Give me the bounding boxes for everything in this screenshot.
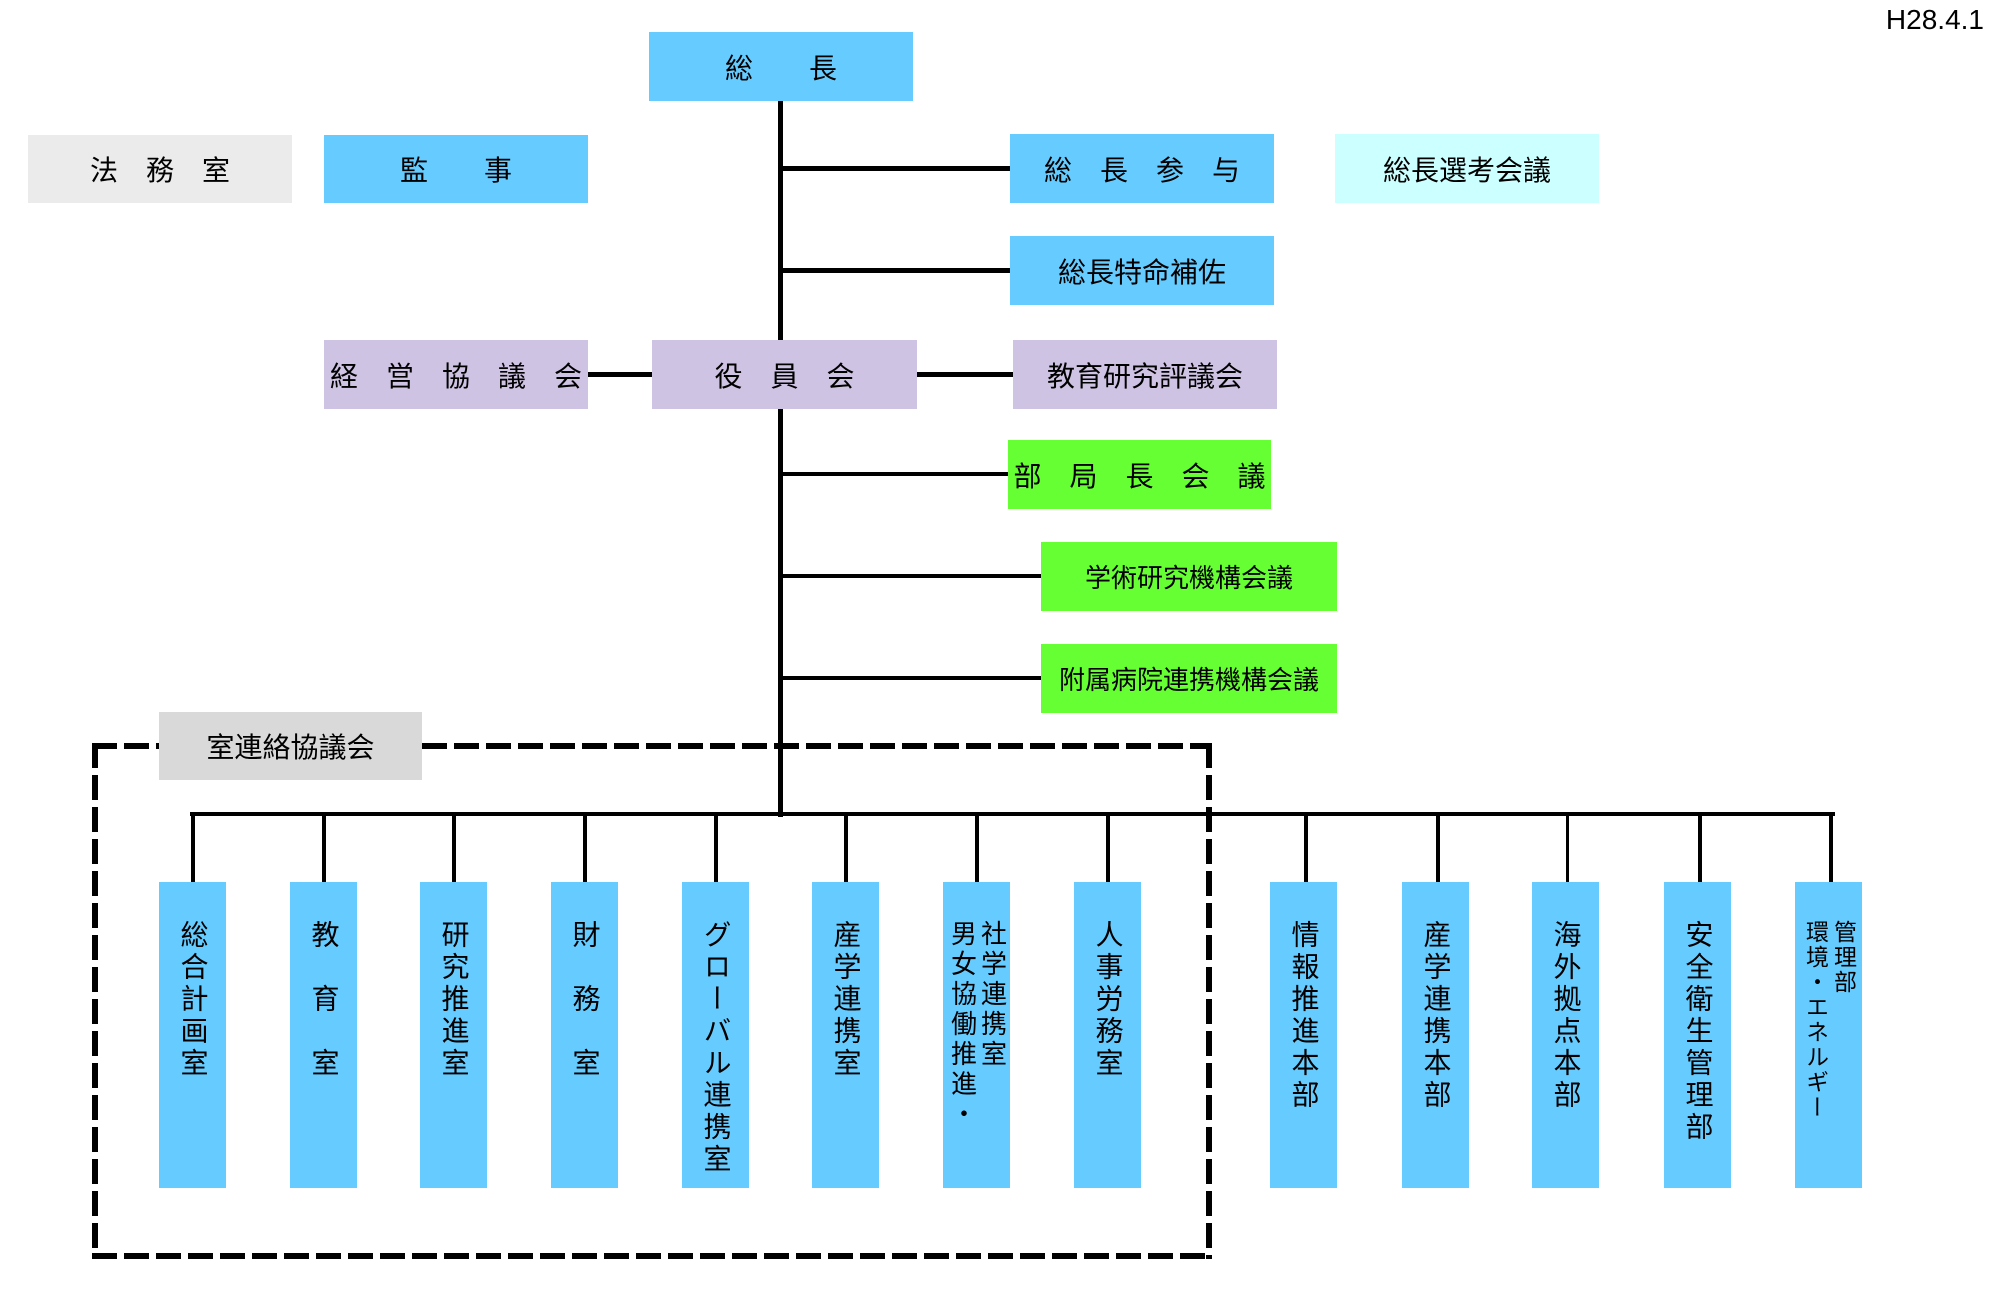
drop-line [1106,814,1110,882]
headquarters-column[interactable]: 海外拠点本部 [1532,882,1599,1188]
revision-date: H28.4.1 [1885,4,1984,35]
office-column[interactable]: 総合計画室 [159,882,226,1188]
deans-council-label: 部 局 長 会 議 [1013,459,1266,493]
group-border-right [1206,743,1212,1259]
connector-education-council [917,372,1013,377]
education-research-council-box[interactable]: 教育研究評議会 [1013,340,1277,409]
special-assistant-label: 総長特命補佐 [1057,255,1226,289]
selection-council-label: 総長選考会議 [1382,153,1551,187]
trunk-line-lower [778,409,783,817]
drop-line [1304,814,1308,882]
board-box[interactable]: 役 員 会 [652,340,917,409]
drop-line [1436,814,1440,882]
bus-line [190,812,1835,816]
connector-deans-council [780,472,1008,476]
office-label: 総合計画室 [176,920,210,1080]
drop-line [322,814,326,882]
board-label: 役 員 会 [714,359,855,393]
drop-line [844,814,848,882]
headquarters-label: 海外拠点本部 [1549,920,1583,1112]
hospital-council-label: 附属病院連携機構会議 [1058,666,1319,696]
group-border-top-right [422,743,1212,749]
academic-research-council-box[interactable]: 学術研究機構会議 [1041,542,1337,611]
advisor-box[interactable]: 総 長 参 与 [1010,134,1274,203]
office-liaison-council-box[interactable]: 室連絡協議会 [159,712,422,780]
headquarters-label: 安全衛生管理部 [1681,920,1715,1144]
office-label-line2: 社学連携室 [976,920,1007,1070]
education-research-council-label: 教育研究評議会 [1046,359,1243,393]
connector-academic-council [780,574,1041,578]
office-column[interactable]: グローバル連携室 [682,882,749,1188]
management-council-box[interactable]: 経 営 協 議 会 [324,340,588,409]
headquarters-column[interactable]: 安全衛生管理部 [1664,882,1731,1188]
office-label: グローバル連携室 [699,920,733,1176]
headquarters-label-line1: 環境・エネルギー [1801,920,1828,1120]
selection-council-box[interactable]: 総長選考会議 [1335,134,1599,203]
drop-line [1829,814,1833,882]
office-column[interactable]: 研究推進室 [420,882,487,1188]
legal-office-label: 法 務 室 [89,154,230,187]
drop-line [583,814,587,882]
connector-hospital-council [780,676,1041,680]
headquarters-label-line2: 管理部 [1829,920,1856,995]
academic-research-council-label: 学術研究機構会議 [1084,564,1293,594]
drop-line [452,814,456,882]
headquarters-column[interactable]: 情報推進本部 [1270,882,1337,1188]
office-label: 産学連携室 [829,920,863,1080]
auditor-box[interactable]: 監 事 [324,135,588,203]
legal-office-box[interactable]: 法 務 室 [28,135,292,203]
advisor-label: 総 長 参 与 [1043,153,1240,187]
trunk-line-upper [778,101,783,340]
special-assistant-box[interactable]: 総長特命補佐 [1010,236,1274,305]
office-column[interactable]: 教 育 室 [290,882,357,1188]
headquarters-column[interactable]: 産学連携本部 [1402,882,1469,1188]
management-council-label: 経 営 協 議 会 [329,359,582,393]
deans-council-box[interactable]: 部 局 長 会 議 [1008,440,1271,509]
headquarters-label: 産学連携本部 [1419,920,1453,1112]
president-box[interactable]: 総 長 [649,32,913,101]
office-column[interactable]: 産学連携室 [812,882,879,1188]
auditor-label: 監 事 [399,154,512,187]
office-liaison-council-label: 室連絡協議会 [206,731,375,764]
office-label: 教 育 室 [307,920,341,1080]
drop-line [1698,814,1702,882]
office-label: 財 務 室 [568,920,602,1080]
hospital-council-box[interactable]: 附属病院連携機構会議 [1041,644,1337,713]
office-label: 人事労務室 [1091,920,1125,1080]
connector-management-council [588,372,652,377]
drop-line [714,814,718,882]
headquarters-column[interactable]: 環境・エネルギー 管理部 [1795,882,1862,1188]
office-column[interactable]: 人事労務室 [1074,882,1141,1188]
group-border-left [92,743,98,1259]
office-label: 研究推進室 [437,920,471,1080]
headquarters-label: 情報推進本部 [1287,920,1321,1112]
connector-advisor [780,166,1010,171]
office-column[interactable]: 男女協働推進・ 社学連携室 [943,882,1010,1188]
drop-line [191,814,195,882]
connector-special-assistant [780,268,1010,273]
office-label-line1: 男女協働推進・ [946,920,977,1130]
drop-line [975,814,979,882]
president-label: 総 長 [724,51,837,85]
office-column[interactable]: 財 務 室 [551,882,618,1188]
group-border-top-left [92,743,159,749]
drop-line [1566,814,1569,882]
group-border-bottom [92,1253,1212,1259]
